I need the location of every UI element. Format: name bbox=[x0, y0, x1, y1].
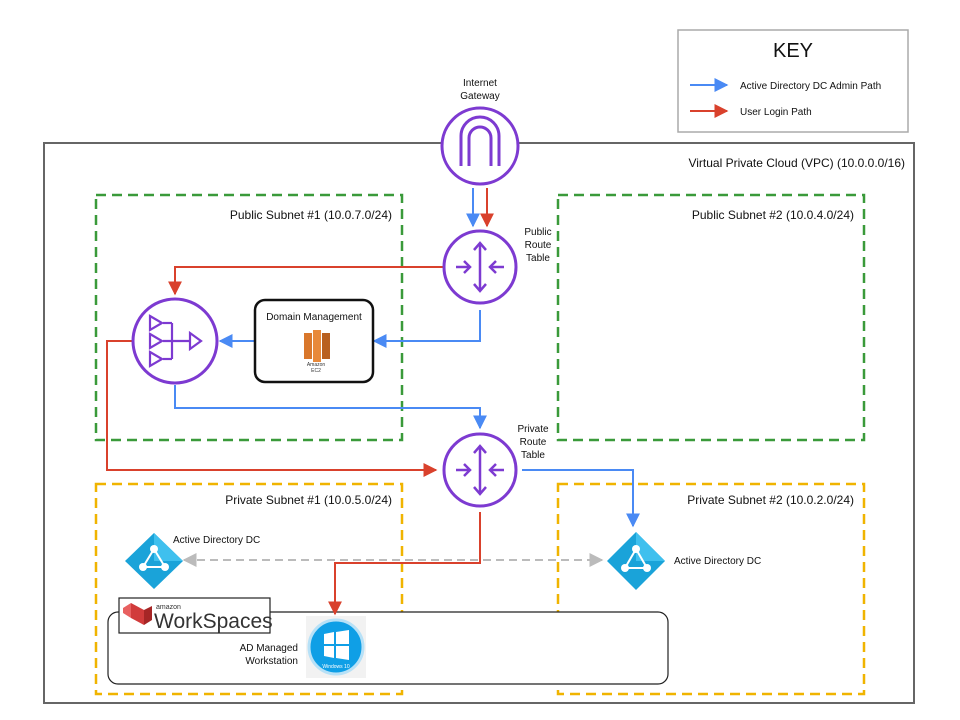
workspaces-brand-text: WorkSpaces bbox=[154, 610, 273, 633]
public-router-icon bbox=[442, 229, 518, 305]
path-nat-to-private-rt-login bbox=[106, 340, 438, 477]
active-directory-icon bbox=[125, 533, 183, 589]
domain-management-label: Domain Management bbox=[266, 312, 362, 323]
public-subnet-1 bbox=[94, 193, 404, 442]
legend-admin-label: Active Directory DC Admin Path bbox=[740, 81, 881, 92]
legend-login-label: User Login Path bbox=[740, 107, 812, 118]
ad-managed-workstation[interactable]: AD Managed Workstation Windows 10 bbox=[240, 616, 366, 678]
connections bbox=[106, 188, 640, 616]
domain-management[interactable]: Domain Management Amazon EC2 bbox=[253, 298, 375, 384]
private-subnet-2 bbox=[556, 482, 866, 696]
public-route-table-label-3: Table bbox=[526, 253, 550, 264]
public-subnet-2 bbox=[556, 193, 866, 442]
internet-gateway-label-2: Gateway bbox=[460, 91, 499, 102]
legend-title: KEY bbox=[773, 40, 813, 62]
active-directory-dc-2-label: Active Directory DC bbox=[674, 556, 761, 567]
workspaces-logo: amazon WorkSpaces bbox=[118, 597, 273, 634]
path-private-rt-to-workstation-login bbox=[328, 512, 481, 616]
private-route-table-label-3: Table bbox=[521, 450, 545, 461]
internet-gateway-label-1: Internet bbox=[463, 78, 497, 89]
nat-gateway[interactable] bbox=[131, 297, 219, 385]
workspaces-amazon-text: amazon bbox=[156, 604, 181, 611]
windows-os-caption: Windows 10 bbox=[322, 664, 349, 670]
workstation-label-1: AD Managed bbox=[240, 643, 298, 654]
internet-gateway-icon bbox=[440, 106, 520, 186]
active-directory-dc-2[interactable]: Active Directory DC bbox=[607, 532, 761, 590]
ec2-caption-1: Amazon bbox=[307, 362, 326, 368]
nat-gateway-icon bbox=[131, 297, 219, 385]
legend: KEY Active Directory DC Admin Path User … bbox=[677, 29, 909, 133]
private-subnet-1-label: Private Subnet #1 (10.0.5.0/24) bbox=[225, 493, 392, 507]
private-route-table[interactable]: Private Route Table bbox=[442, 424, 549, 508]
workstation-label-2: Workstation bbox=[245, 656, 298, 667]
private-router-icon bbox=[442, 432, 518, 508]
path-public-rt-to-domain-mgmt-admin bbox=[372, 310, 481, 348]
public-route-table-label-2: Route bbox=[525, 240, 552, 251]
private-route-table-label-1: Private bbox=[517, 424, 549, 435]
path-private-rt-to-ad-dc-2-admin bbox=[522, 469, 640, 528]
private-subnet-1 bbox=[94, 482, 404, 696]
active-directory-icon bbox=[607, 532, 665, 590]
ec2-icon bbox=[304, 330, 330, 362]
ec2-caption-2: EC2 bbox=[311, 368, 321, 374]
vpc-label: Virtual Private Cloud (VPC) (10.0.0.0/16… bbox=[688, 156, 905, 170]
internet-gateway[interactable]: Internet Gateway bbox=[440, 78, 520, 186]
public-route-table[interactable]: Public Route Table bbox=[442, 227, 552, 305]
private-subnet-2-label: Private Subnet #2 (10.0.2.0/24) bbox=[687, 493, 854, 507]
public-route-table-label-1: Public bbox=[524, 227, 551, 238]
public-subnet-1-label: Public Subnet #1 (10.0.7.0/24) bbox=[230, 208, 392, 222]
path-nat-to-private-rt-admin bbox=[174, 385, 487, 430]
windows-logo-icon: Windows 10 bbox=[306, 616, 366, 678]
private-route-table-label-2: Route bbox=[520, 437, 547, 448]
path-public-rt-to-nat-login bbox=[168, 266, 444, 296]
active-directory-dc-1[interactable]: Active Directory DC bbox=[125, 533, 260, 589]
active-directory-dc-1-label: Active Directory DC bbox=[173, 535, 260, 546]
public-subnet-2-label: Public Subnet #2 (10.0.4.0/24) bbox=[692, 208, 854, 222]
workspaces-logo-icon bbox=[123, 603, 152, 625]
